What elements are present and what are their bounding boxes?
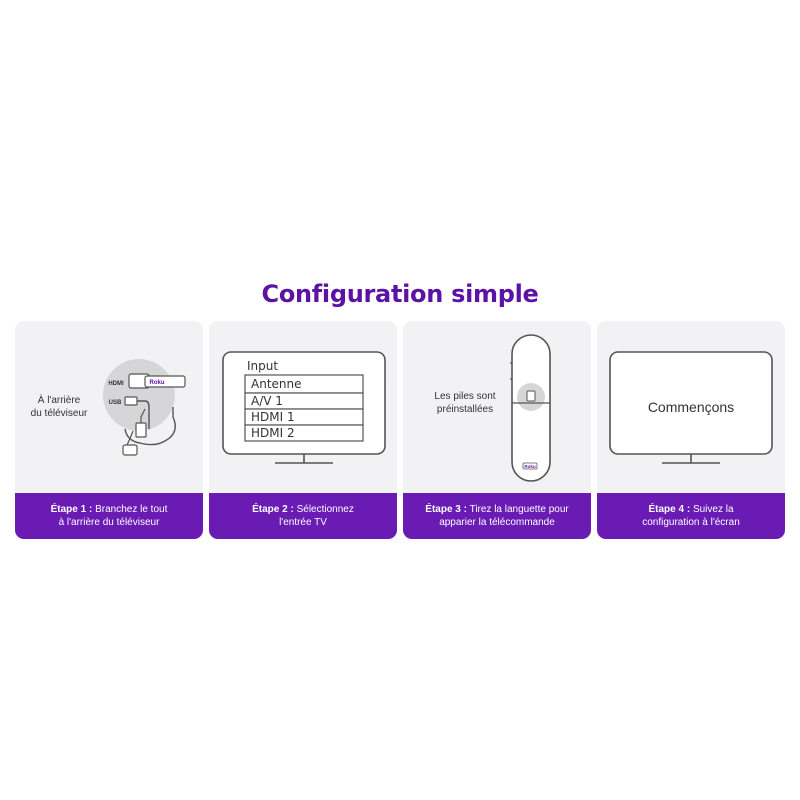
step-card-4: Commençons Étape 4 : Suivez la configura…: [597, 321, 785, 539]
power-plug-icon: [135, 422, 147, 438]
step-3-side-label-2: préinstallées: [437, 404, 493, 415]
tv-screen-text: Commençons: [648, 399, 734, 415]
step-4-label: Étape 4 :: [648, 504, 691, 515]
step-1-text-1: Branchez le tout: [95, 504, 168, 515]
step-4-text-2: configuration à l'écran: [642, 517, 740, 528]
step-4-text-1: Suivez la: [692, 504, 734, 515]
input-menu-item-1: Antenne: [251, 377, 302, 391]
hdmi-port-label: HDMI: [108, 381, 124, 387]
step-1-illustration: À l'arrière du téléviseur HDMI USB Roku: [15, 321, 203, 493]
step-4-caption: Étape 4 : Suivez la configuration à l'éc…: [597, 493, 785, 539]
step-3-illustration: Les piles sont préinstallées Roku: [403, 321, 591, 493]
step-1-side-label-2: du téléviseur: [31, 408, 88, 419]
input-menu-item-4: HDMI 2: [251, 426, 295, 440]
step-3-caption: Étape 3 : Tirez la languette pour appari…: [403, 493, 591, 539]
usb-port-label: USB: [109, 400, 122, 406]
remote-brand-label: Roku: [524, 464, 536, 469]
step-3-side-label-1: Les piles sont: [434, 391, 495, 402]
stick-brand-label: Roku: [150, 380, 165, 386]
input-menu-item-3: HDMI 1: [251, 410, 295, 424]
step-1-text-2: à l'arrière du téléviseur: [58, 517, 160, 528]
page-title: Configuration simple: [261, 280, 539, 308]
streaming-stick-icon: [144, 375, 186, 388]
step-card-2: Input Antenne A/V 1 HDMI 1 HDMI 2 Étape …: [209, 321, 397, 539]
step-1-side-label-1: À l'arrière: [38, 393, 81, 406]
step-3-label: Étape 3 :: [425, 504, 467, 515]
step-2-caption: Étape 2 : Sélectionnez l'entrée TV: [209, 493, 397, 539]
step-2-label: Étape 2 :: [252, 504, 294, 515]
step-3-text-2: apparier la télécommande: [439, 517, 555, 528]
input-menu-header: Input: [247, 359, 278, 373]
step-2-text-1: Sélectionnez: [296, 504, 354, 515]
step-3-text-1: Tirez la languette pour: [469, 504, 569, 515]
input-menu-item-2: A/V 1: [251, 394, 283, 408]
usb-cable-icon: [137, 400, 150, 429]
step-2-illustration: Input Antenne A/V 1 HDMI 1 HDMI 2: [209, 321, 397, 493]
tv-back-circle: [103, 359, 175, 431]
step-card-3: Les piles sont préinstallées Roku Étape …: [403, 321, 591, 539]
step-1-label: Étape 1 :: [50, 504, 93, 515]
step-1-caption: Étape 1 : Branchez le tout à l'arrière d…: [15, 493, 203, 539]
step-card-1: À l'arrière du téléviseur HDMI USB Roku …: [15, 321, 203, 539]
step-2-text-2: l'entrée TV: [279, 517, 327, 528]
step-4-illustration: Commençons: [597, 321, 785, 493]
usb-port-icon: [124, 396, 138, 406]
